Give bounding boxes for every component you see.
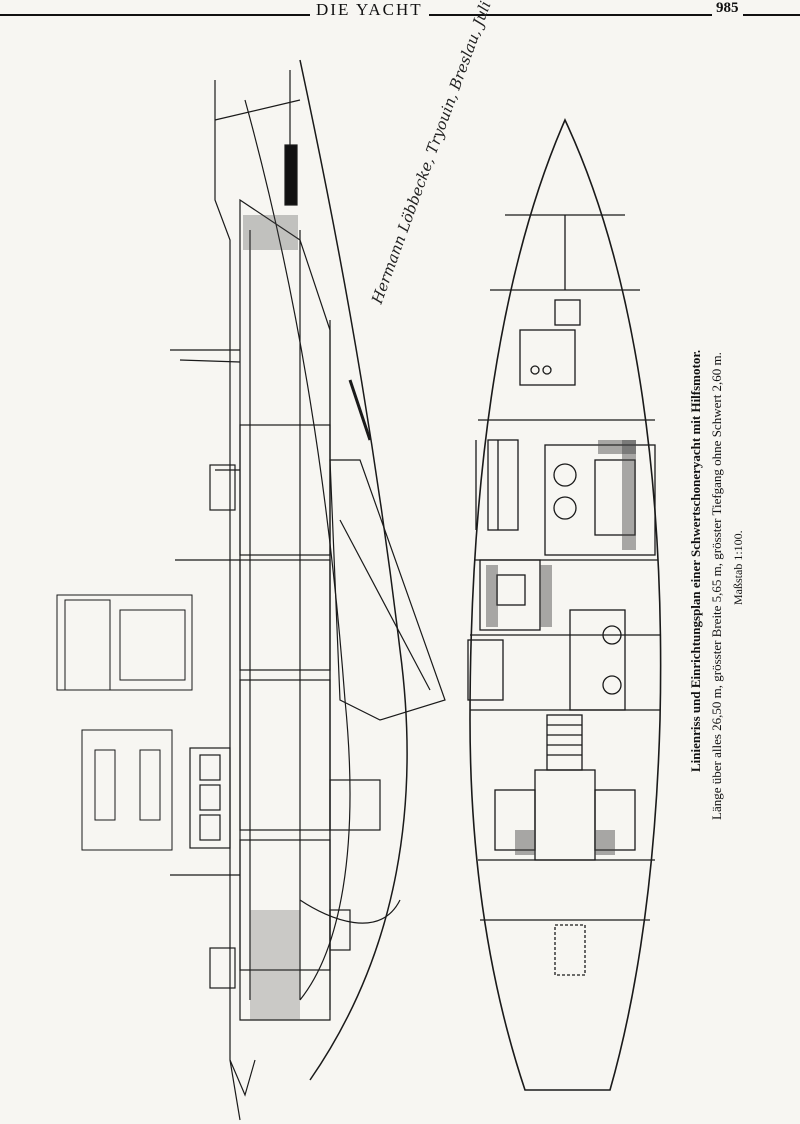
caption-scale: Maßstab 1:100. [731,530,745,605]
yacht-plan-drawing [56,59,662,1121]
journal-title: DIE YACHT [310,0,429,20]
page-header: DIE YACHT 985 [0,0,800,22]
caption-dimensions: Länge über alles 26,50 m, grösster Breit… [709,352,724,820]
profile-view [170,59,446,1121]
hatched-furniture [243,215,636,1020]
caption-title: Linienriss und Einrichtungsplan einer Sc… [688,349,703,772]
side-elevation-details [56,594,193,851]
page-number: 985 [712,0,743,17]
deck-plan-view [467,118,662,1091]
